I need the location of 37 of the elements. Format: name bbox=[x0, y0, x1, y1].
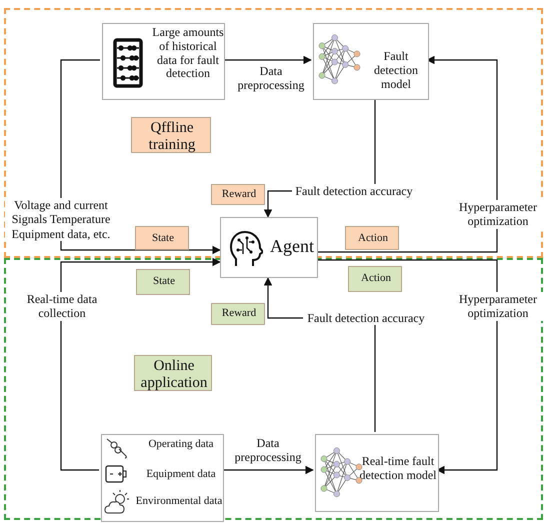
edge-label: Data preprocessing bbox=[232, 436, 304, 465]
title-box bbox=[131, 117, 211, 153]
node-label: Online application bbox=[140, 358, 208, 392]
node-label: Real-time fault detection model bbox=[358, 455, 438, 483]
node-label: State bbox=[151, 232, 175, 245]
state-box bbox=[135, 226, 189, 250]
state-box bbox=[136, 269, 190, 295]
node-label: Action bbox=[360, 272, 392, 285]
arrow bbox=[60, 59, 221, 254]
agent-box bbox=[220, 217, 318, 278]
node-label: Fault detection model bbox=[373, 50, 419, 92]
data-box bbox=[102, 23, 225, 100]
title-box bbox=[134, 355, 212, 391]
node-label: Operating data bbox=[147, 438, 215, 451]
arrow bbox=[223, 56, 312, 64]
node-label: Environmental data bbox=[134, 495, 224, 508]
node-label: Large amounts of historical data for fault detection bbox=[151, 26, 225, 82]
node-label: Reward bbox=[220, 188, 258, 201]
arrow bbox=[222, 466, 314, 474]
edge-label: Data preprocessing bbox=[236, 64, 306, 93]
arrow bbox=[318, 259, 498, 474]
node-label: Equipment data bbox=[145, 468, 217, 481]
arrow bbox=[318, 56, 498, 253]
reward-box bbox=[211, 184, 265, 205]
node-label: Reward bbox=[220, 307, 258, 320]
model-box bbox=[313, 23, 429, 100]
edge-label: Fault detection accuracy bbox=[292, 184, 416, 198]
node-label: Action bbox=[357, 232, 389, 245]
model-box bbox=[315, 434, 439, 512]
arrow bbox=[60, 258, 221, 471]
reward-box bbox=[211, 303, 265, 325]
action-box bbox=[348, 266, 402, 292]
node-label: Qffline training bbox=[148, 120, 196, 154]
data-source-box bbox=[101, 434, 224, 522]
action-box bbox=[345, 226, 399, 250]
node-label: Agent bbox=[269, 236, 315, 257]
node-label: State bbox=[152, 275, 176, 288]
